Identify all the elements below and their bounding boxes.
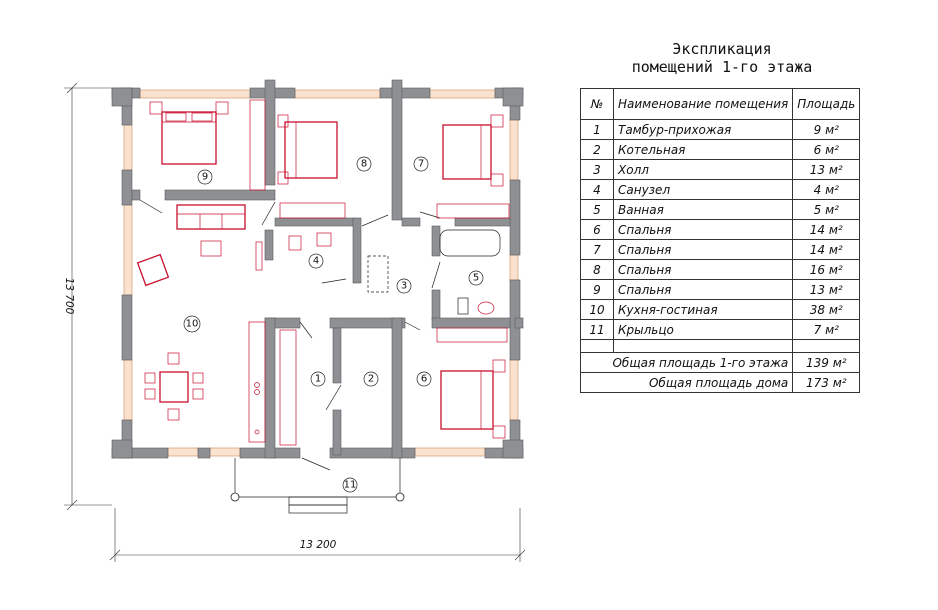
svg-text:1: 1 xyxy=(315,374,321,385)
room-label-10: 10 xyxy=(183,315,201,333)
dimension-width-label: 13 200 xyxy=(300,539,337,551)
svg-text:4: 4 xyxy=(313,256,319,267)
header-num: № xyxy=(580,88,614,120)
explication-title-line1: Экспликация xyxy=(672,40,772,58)
room-numbers: 1 2 3 4 5 6 7 8 9 10 11 xyxy=(183,156,484,493)
room-label-3: 3 xyxy=(396,278,412,294)
table-header-row: № Наименование помещения Площадь xyxy=(580,88,861,120)
floor-plan: 13 200 13 700 xyxy=(63,79,526,562)
total-house-label: Общая площадь дома xyxy=(579,372,794,393)
explication-title: Экспликация помещений 1-го этажа xyxy=(580,40,864,76)
room-label-7: 7 xyxy=(413,156,429,172)
furniture xyxy=(136,99,510,446)
walls xyxy=(111,79,524,459)
header-area: Площадь xyxy=(792,88,861,120)
total-floor-value: 139 м² xyxy=(792,352,861,373)
dimension-height-label: 13 700 xyxy=(63,278,75,315)
room-label-8: 8 xyxy=(356,156,372,172)
explication-title-line2: помещений 1-го этажа xyxy=(631,58,813,76)
total-floor-label: Общая площадь 1-го этажа xyxy=(579,352,794,373)
room-label-2: 2 xyxy=(363,371,379,387)
svg-text:10: 10 xyxy=(186,319,199,330)
svg-text:2: 2 xyxy=(368,374,374,385)
doors xyxy=(139,199,441,471)
windows xyxy=(123,89,519,457)
svg-text:8: 8 xyxy=(361,159,367,170)
porch xyxy=(230,458,405,514)
svg-text:11: 11 xyxy=(344,480,357,491)
room-label-9: 9 xyxy=(197,169,213,185)
total-floor-row: Общая площадь 1-го этажа 139 м² xyxy=(579,352,861,373)
room-label-11: 11 xyxy=(342,477,358,493)
total-house-row: Общая площадь дома 173 м² xyxy=(579,372,861,393)
total-house-value: 173 м² xyxy=(792,372,861,393)
room-label-1: 1 xyxy=(310,371,326,387)
svg-text:5: 5 xyxy=(473,273,479,284)
svg-text:9: 9 xyxy=(202,172,208,183)
svg-text:3: 3 xyxy=(401,281,407,292)
svg-text:7: 7 xyxy=(418,159,424,170)
header-name: Наименование помещения xyxy=(612,88,794,120)
room-label-6: 6 xyxy=(416,371,432,387)
svg-text:6: 6 xyxy=(421,374,427,385)
table-spacer-row xyxy=(580,339,861,353)
dimension-lines xyxy=(64,82,526,562)
room-label-4: 4 xyxy=(308,253,324,269)
room-label-5: 5 xyxy=(468,270,484,286)
